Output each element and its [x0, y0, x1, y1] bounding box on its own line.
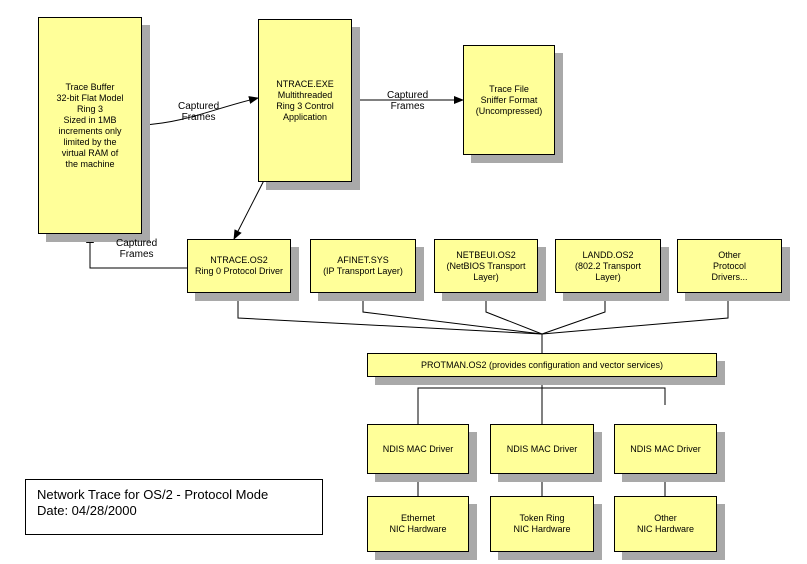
text-line: PROTMAN.OS2 (provides configuration and … — [420, 359, 664, 370]
text-line: Other — [718, 249, 741, 260]
text-line: AFINET.SYS — [337, 255, 389, 265]
text-line: Drivers... — [711, 271, 748, 282]
ndis-mac-driver-3: NDIS MAC Driver — [614, 424, 717, 474]
arrow-buffer-to-ntrace-exe — [141, 96, 259, 126]
line-ntrace-os2-protman — [237, 293, 543, 335]
diagram-title: Network Trace for OS/2 - Protocol Mode — [37, 487, 269, 502]
text-line: NDIS MAC Driver — [382, 443, 454, 454]
line-protman-ndis — [417, 377, 666, 424]
text-line: NIC Hardware — [389, 524, 447, 534]
text-line: Ring 0 Protocol Driver — [194, 266, 284, 276]
ndis-mac-driver-2: NDIS MAC Driver — [490, 424, 594, 474]
text-line: LANDD.OS2 — [582, 249, 634, 260]
text-line: Token Ring — [519, 513, 565, 523]
text-line: Sized in 1MB — [63, 114, 117, 125]
text-line: NTRACE.EXE — [276, 78, 334, 89]
line-afinet-protman — [362, 293, 543, 335]
arrow-ntrace-os2-to-buffer — [86, 233, 187, 269]
text-line: Ring 3 Control — [276, 100, 334, 111]
line-landd-protman — [541, 293, 606, 335]
text-line: Ethernet — [400, 513, 436, 523]
text-line: Captured — [178, 101, 220, 112]
text-line: Layer) — [473, 271, 499, 282]
text-line: Trace Buffer — [65, 81, 115, 92]
text-line: NDIS MAC Driver — [506, 443, 578, 454]
text-line: Layer) — [595, 271, 621, 282]
text-line: Other — [654, 513, 677, 523]
text-line: NIC Hardware — [513, 524, 571, 534]
text-line: Ring 3 — [76, 103, 103, 114]
text-line: Captured — [387, 90, 429, 101]
text-line: NETBEUI.OS2 — [456, 249, 516, 260]
text-line: Protocol — [712, 260, 747, 271]
diagram-title-box: Network Trace for OS/2 - Protocol Mode D… — [25, 479, 323, 535]
text-line: 32-bit Flat Model — [56, 92, 124, 103]
text-line: Trace File — [489, 83, 529, 94]
text-line: Frames — [181, 112, 216, 123]
text-line: Multithreaded — [277, 89, 333, 100]
text-line: NDIS MAC Driver — [630, 443, 701, 454]
text-line: (NetBIOS Transport — [446, 260, 526, 271]
text-line: Frames — [119, 249, 154, 260]
text-line: virtual RAM of — [61, 147, 119, 158]
protman-box: PROTMAN.OS2 (provides configuration and … — [367, 353, 717, 377]
afinet-box: AFINET.SYS(IP Transport Layer) — [310, 239, 416, 293]
diagram-date: Date: 04/28/2000 — [37, 503, 137, 518]
text-line: the machine — [65, 158, 115, 169]
text-line: (802.2 Transport — [574, 260, 642, 271]
ndis-mac-driver-1: NDIS MAC Driver — [367, 424, 469, 474]
text-line: Application — [282, 111, 328, 122]
text-line: NIC Hardware — [636, 524, 694, 534]
line-netbeui-protman — [485, 293, 543, 335]
text-line: (Uncompressed) — [475, 105, 543, 116]
text-line: Captured — [116, 238, 158, 249]
line-other-protman — [541, 293, 729, 335]
text-line: limited by the — [63, 136, 117, 147]
text-line: NTRACE.OS2 — [210, 255, 268, 265]
text-line: Sniffer Format — [480, 94, 538, 105]
text-line: Frames — [390, 101, 425, 112]
text-line: increments only — [58, 125, 122, 136]
text-line: (IP Transport Layer) — [323, 266, 403, 276]
